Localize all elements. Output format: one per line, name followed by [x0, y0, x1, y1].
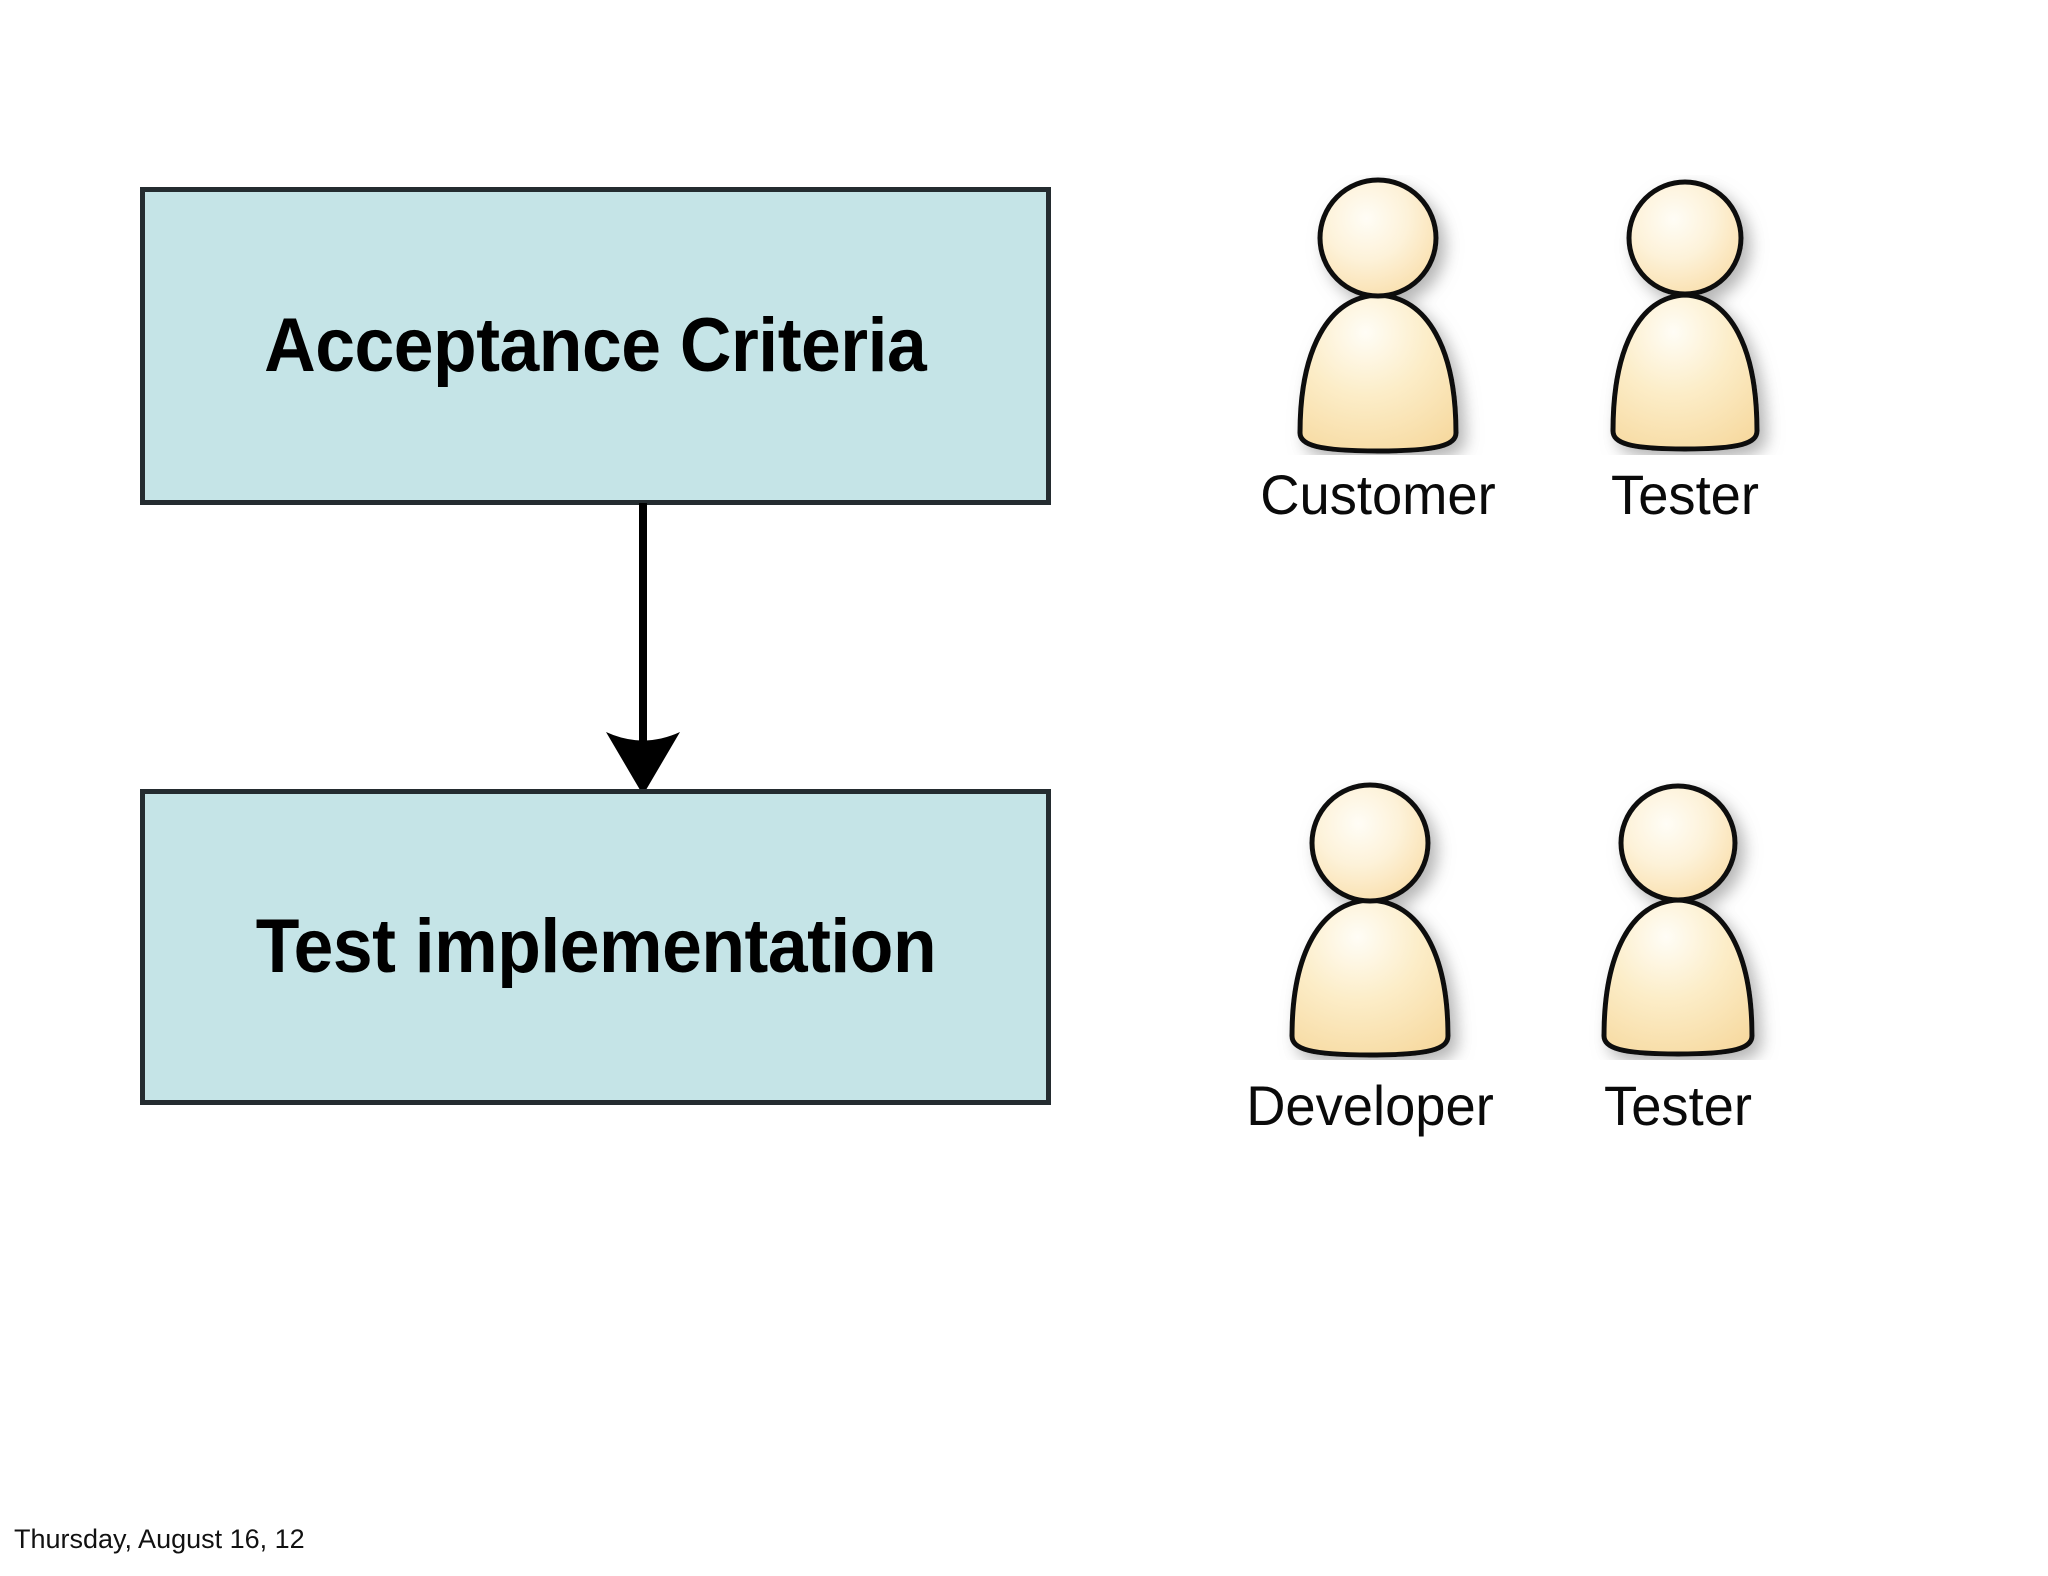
actor-label: Tester — [1604, 1074, 1752, 1137]
process-box-label: Acceptance Criteria — [264, 303, 927, 388]
process-box-label: Test implementation — [255, 904, 936, 989]
actor-customer[interactable]: Customer — [1248, 175, 1508, 523]
actor-figure — [1548, 780, 1808, 1060]
person-icon — [1601, 783, 1755, 1057]
actor-label: Developer — [1246, 1074, 1494, 1137]
actor-label: Customer — [1260, 463, 1496, 526]
process-box-test-implementation[interactable]: Test implementation — [140, 789, 1051, 1105]
actor-label: Tester — [1611, 463, 1759, 526]
flow-arrow-down-icon — [606, 503, 680, 795]
process-box-acceptance-criteria[interactable]: Acceptance Criteria — [140, 187, 1051, 505]
actor-figure — [1240, 780, 1500, 1060]
actor-tester-top[interactable]: Tester — [1555, 175, 1815, 523]
person-icon — [1297, 177, 1459, 454]
footer-date: Thursday, August 16, 12 — [14, 1524, 305, 1554]
person-icon — [1289, 782, 1451, 1058]
person-icon — [1610, 179, 1760, 452]
actor-figure — [1555, 175, 1815, 455]
actor-tester-bottom[interactable]: Tester — [1548, 780, 1808, 1134]
actor-developer[interactable]: Developer — [1240, 780, 1500, 1134]
actor-figure — [1248, 175, 1508, 455]
